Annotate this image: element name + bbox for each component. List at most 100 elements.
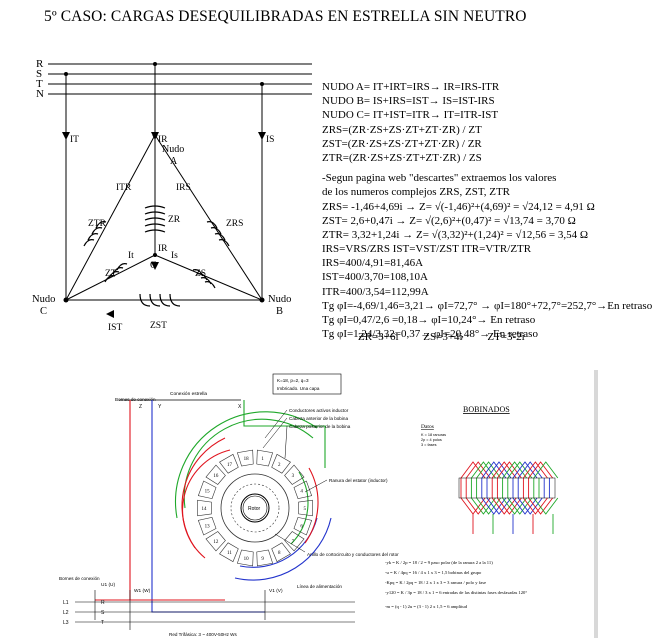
slot-number: 5 (304, 507, 307, 512)
slot-number: 2 (278, 463, 281, 468)
slot-number: 16 (213, 474, 219, 479)
slot-number: 18 (244, 457, 250, 462)
impedance-zr-label: ZR (168, 215, 181, 225)
formula-line: Tg φI=1,24/3,32=0,37→ φI=20,48°→ En retr… (322, 328, 538, 341)
winding-head-upper (533, 461, 559, 479)
formula-line: NUDO A= IT+IRT=IRS→ IR=IRS-ITR (322, 81, 500, 93)
line-s-label: S (101, 610, 105, 616)
stator-slot (298, 499, 313, 517)
line-l1-label: L1 (63, 600, 69, 606)
impedance-ztr-label: ZTR (88, 219, 107, 229)
node-a-label: Nudo (162, 144, 184, 155)
slot-number: 10 (244, 557, 250, 562)
stator-slot (271, 453, 291, 474)
calc-line-5: -m = (q - 1) 2u = (3 - 1) 2 x 1,5 = 6 am… (385, 604, 468, 610)
impedance-zt-label: ZT (105, 269, 117, 279)
z-value-t: ZT=3-2i (487, 331, 525, 343)
page-title: 5º CASO: CARGAS DESEQUILIBRADAS EN ESTRE… (44, 8, 527, 25)
calc-line-4: -y120 = K / 3p = 18 / 3 x 1 = 6 entradas… (385, 590, 527, 595)
current-is-center-label: Is (171, 251, 178, 261)
line-label-s: S (36, 68, 42, 80)
callout-active-conductors: Conductores activos inductor (289, 408, 349, 413)
top-terminal-x: X (238, 404, 242, 410)
line-label-n: N (36, 88, 44, 100)
formula-line: Tg φI=0,47/2,6 =0,18→ φI=10,24°→ En retr… (322, 314, 536, 326)
formula-line: ZTR=(ZR·ZS+ZS·ZT+ZT·ZR) / ZS (322, 151, 482, 164)
callout-stator-slot: Ranura del estator (inductor) (329, 478, 388, 483)
formula-line: de los numeros complejos ZRS, ZST, ZTR (322, 186, 511, 199)
formula-block: NUDO A= IT+IRT=IRS→ IR=IRS-ITR NUDO B= I… (322, 80, 652, 341)
star-connection-label: Conexión estrella (170, 391, 207, 397)
impedance-zrs-label: ZRS (226, 219, 243, 229)
stator-slot (197, 499, 212, 517)
slot-number: 12 (213, 540, 219, 545)
stator-slot (271, 542, 291, 563)
top-terminal-z: Z (139, 404, 142, 410)
bobinados-title: BOBINADOS (463, 405, 510, 414)
stator-slot (256, 449, 274, 467)
formula-line: NUDO C= IT+IST=ITR→ IT=ITR-IST (322, 109, 499, 122)
datos-line-3: 3 = fases (421, 443, 437, 447)
slot-number: 7 (292, 540, 295, 545)
winding-head-upper (523, 461, 548, 479)
datos-line-1: K = 18 ranuras (421, 433, 446, 437)
slot-number: 17 (227, 463, 233, 468)
supply-network-footer: Red Trifásica: 3 ~ 400V-50Hz Ws (169, 632, 237, 637)
formula-line: IRS=VRS/ZRS IST=VST/ZST ITR=VTR/ZTR (322, 243, 532, 256)
line-t-label: T (101, 620, 104, 626)
rotor-label: Rotor (248, 506, 261, 512)
winding-head-lower (528, 497, 553, 515)
top-terminal-y: Y (158, 404, 162, 410)
line-l3-label: L3 (63, 620, 69, 626)
current-ir-label: IR (158, 135, 168, 145)
z-value-r: ZR=3+6i (358, 331, 399, 343)
slot-number: 3 (292, 474, 295, 479)
formula-line: ITR=400/3,54=112,99A (322, 285, 429, 298)
supply-line-label: Línea de alimentación (297, 584, 342, 589)
callout-rotor-ring: Anillo de cortocircuito y conductores de… (307, 552, 399, 557)
calc-line-3: -Kpq = K / 2pq = 18 / 2 x 1 x 3 = 3 ranu… (385, 580, 486, 585)
stator-slot (205, 531, 226, 552)
slot-number: 14 (202, 507, 208, 512)
stator-slot (219, 453, 239, 474)
formula-line: Tg φI=-4,69/1,46=3,21→ φI=72,7° → φI=180… (322, 299, 652, 312)
info-box-line-2: Imbricado. Una capa (277, 386, 320, 391)
current-irs-label: IRS (176, 183, 191, 193)
terminal-w1: W1 (W) (134, 588, 151, 594)
current-ir-center-label: IR (158, 244, 168, 254)
line-label-r: R (36, 58, 44, 70)
node-c-label: Nudo (32, 294, 55, 305)
current-it-center-label: It (128, 251, 134, 261)
callout-front-head: Cabeza anterior de la bobina (289, 416, 348, 421)
slot-number: 8 (278, 551, 281, 556)
slot-number: 1 (261, 457, 264, 462)
stator-slot (284, 464, 305, 485)
terminal-v1: V1 (V) (269, 588, 283, 594)
stator-slot (236, 549, 254, 567)
slot-number: 15 (205, 490, 211, 495)
callout-rear-head: Cabeza posterior de la bobina (289, 424, 351, 429)
formula-line: ZTR= 3,32+1,24i → Z= √(3,32)²+(1,24)² = … (322, 228, 589, 241)
formula-line: IST=400/3,70=108,10A (322, 271, 428, 284)
datos-line-2: 2p = 4 polos (421, 438, 442, 442)
formula-line: ZST=(ZR·ZS+ZS·ZT+ZT·ZR) / ZR (322, 137, 482, 150)
impedance-zs-label: ZS (195, 269, 206, 279)
stator-slot (197, 480, 217, 499)
line-l2-label: L2 (63, 610, 69, 616)
slot-number: 4 (300, 490, 303, 495)
slot-number: 13 (205, 524, 211, 529)
winding-head-lower (523, 497, 548, 515)
slot-number: 6 (300, 524, 303, 529)
node-a-letter: A (170, 156, 178, 167)
stator-slot (236, 449, 254, 467)
left-terminals-label: Bornes de conexión (59, 576, 100, 581)
formula-line: NUDO B= IS+IRS=IST→ IS=IST-IRS (322, 95, 495, 108)
stator-slot (293, 480, 313, 499)
stator-slot (293, 517, 313, 536)
formula-line: -Segun pagina web "descartes" extraemos … (322, 172, 557, 185)
motor-winding-diagram: K=18, p=2, q=3 Imbricado. Una capa Conex… (55, 368, 601, 640)
formula-line: ZRS= -1,46+4,69i → Z= √(-1,46)²+(4,69)² … (322, 200, 595, 213)
star-load-circuit-diagram: R S T N IT IR IS Nudo A ITR IRS ZR ZTR Z… (32, 58, 312, 333)
slot-number: 9 (261, 557, 264, 562)
calc-line-2: -u = K / 4pq = 16 / 4 x 1 x 3 = 1,5 bobi… (385, 570, 482, 576)
